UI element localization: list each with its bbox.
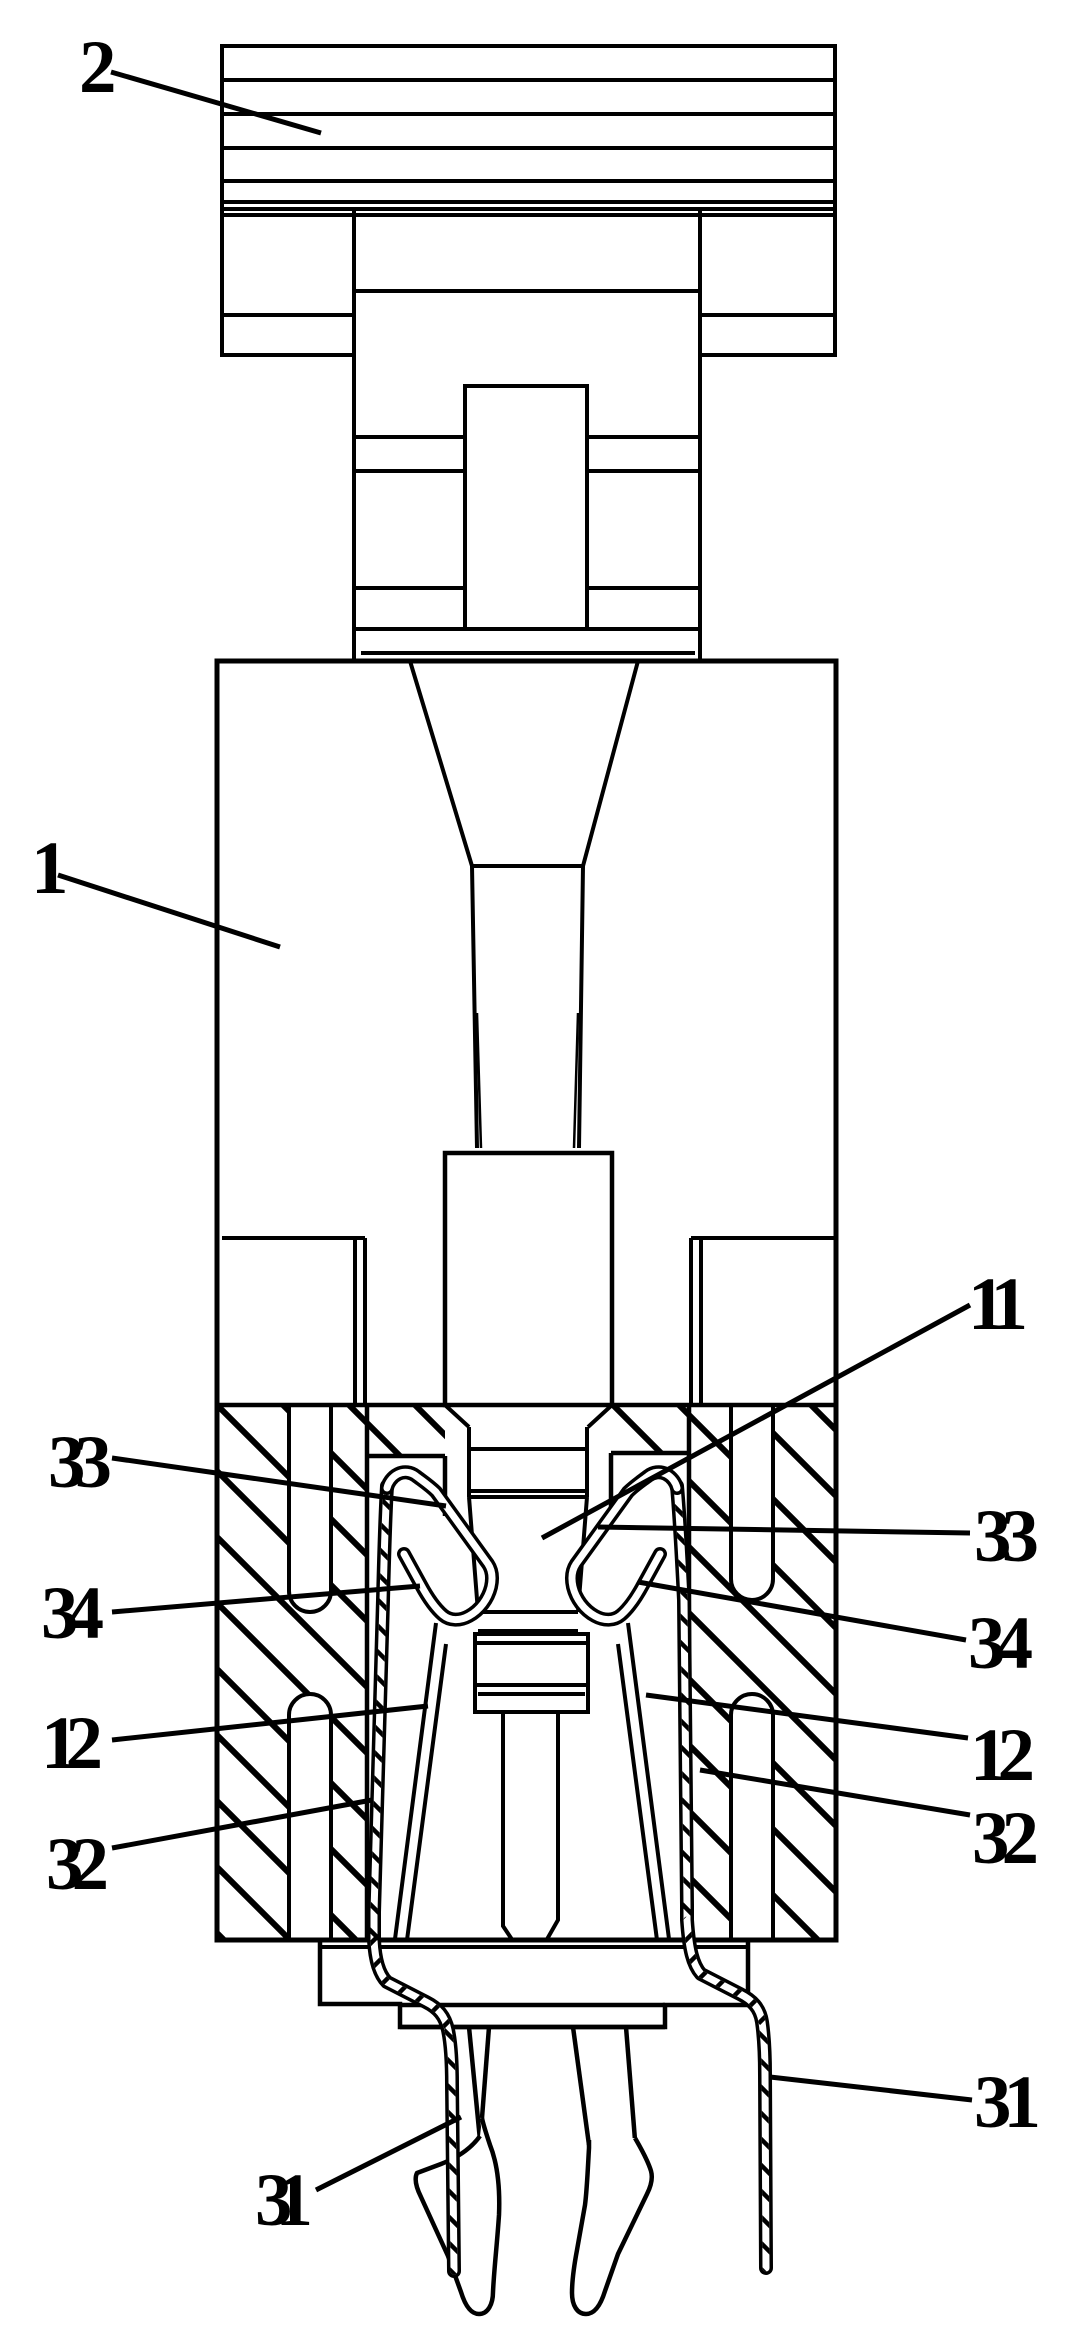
svg-text:11: 11 (968, 1263, 1028, 1346)
svg-text:33: 33 (974, 1495, 1039, 1578)
svg-text:31: 31 (974, 2061, 1041, 2144)
svg-text:1: 1 (31, 827, 69, 910)
svg-text:12: 12 (41, 1702, 103, 1785)
svg-text:12: 12 (970, 1714, 1035, 1797)
svg-text:34: 34 (41, 1572, 104, 1655)
svg-text:33: 33 (48, 1421, 112, 1504)
svg-text:31: 31 (255, 2159, 313, 2242)
svg-text:2: 2 (79, 26, 117, 109)
svg-text:32: 32 (972, 1797, 1039, 1880)
svg-text:34: 34 (968, 1602, 1033, 1685)
svg-text:32: 32 (46, 1823, 109, 1906)
